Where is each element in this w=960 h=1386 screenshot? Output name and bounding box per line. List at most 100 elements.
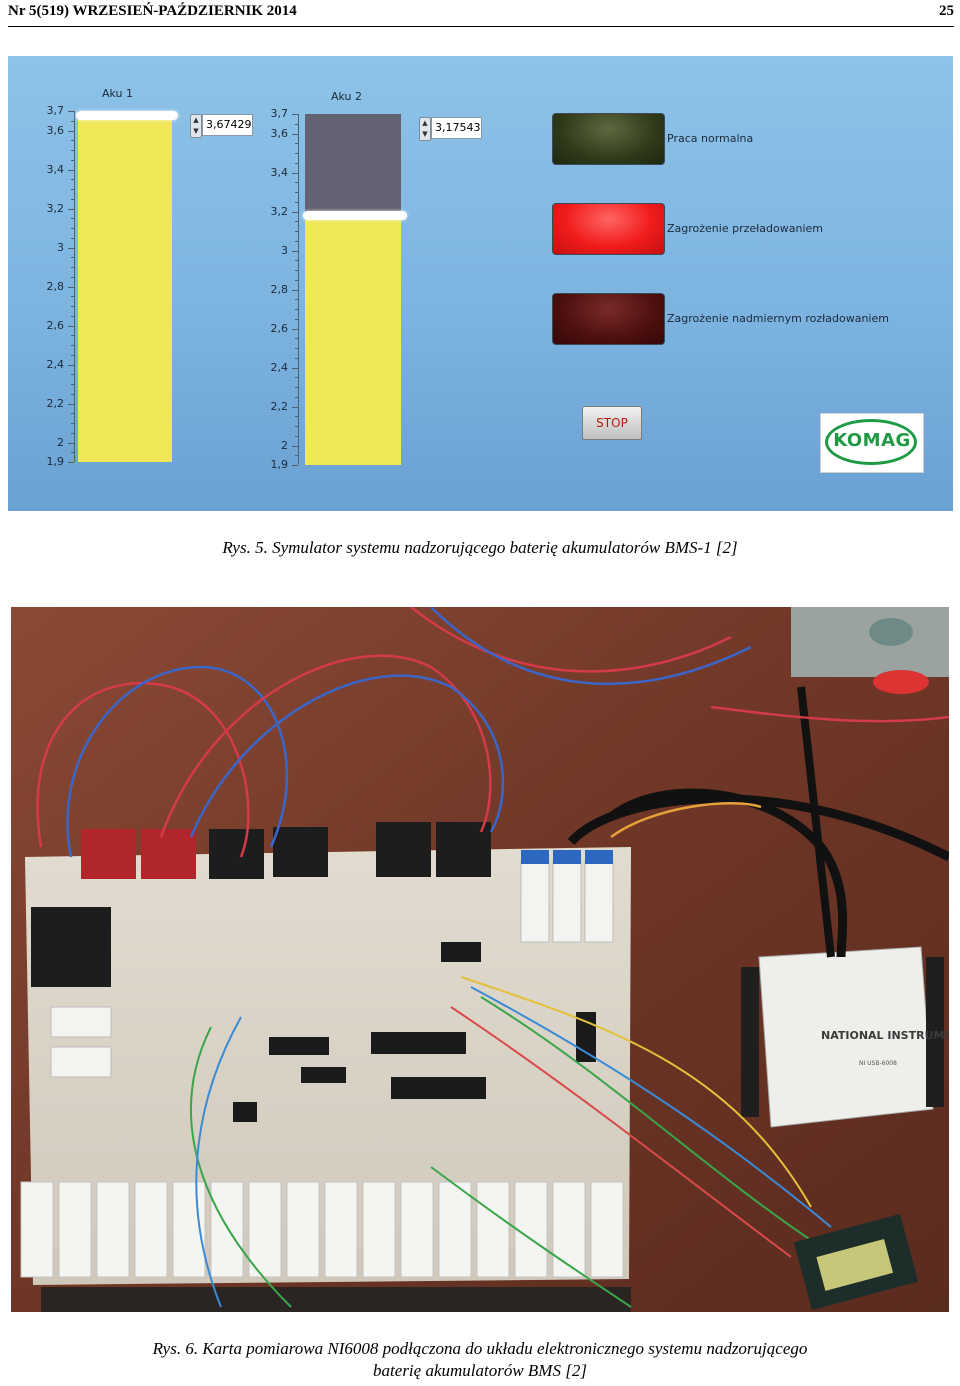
tick-label: 3,7: [270, 107, 289, 120]
minor-tick: [71, 189, 74, 190]
minor-tick: [71, 296, 74, 298]
logo-ring: [825, 419, 917, 465]
tick-label: 3,6: [46, 123, 65, 137]
minor-tick: [295, 377, 298, 379]
major-tick: [68, 462, 74, 463]
major-tick: [292, 367, 298, 369]
minor-tick: [295, 260, 298, 262]
tick-label: 1,9: [270, 458, 289, 471]
value-spinner[interactable]: ▲ ▼: [190, 114, 202, 138]
tank-level-slider[interactable]: [303, 211, 407, 221]
tick-label: 3,6: [270, 126, 289, 140]
major-tick: [68, 442, 74, 444]
led-label-normal: Praca normalna: [667, 132, 754, 145]
minor-tick: [71, 345, 74, 346]
page-number: 25: [939, 3, 954, 19]
tick-label: 2,8: [270, 282, 289, 296]
tick-label: 1,9: [46, 455, 65, 468]
tick-label: 3,7: [46, 104, 65, 117]
minor-tick: [295, 435, 298, 437]
minor-tick: [295, 309, 298, 310]
led-label-overcharge: Zagrożenie przeładowaniem: [667, 222, 823, 235]
spin-down-icon[interactable]: ▼: [193, 127, 199, 135]
gauge-title: Aku 2: [331, 90, 363, 103]
journal-issue: Nr 5(519) WRZESIEŃ-PAŹDZIERNIK 2014: [8, 3, 297, 19]
tick-label: 2,2: [270, 399, 289, 413]
led-overcharge-warning: [552, 203, 665, 255]
gauge-title: Aku 1: [102, 87, 134, 100]
major-tick: [292, 445, 298, 447]
major-tick: [68, 403, 74, 405]
gauge-scale: [298, 114, 299, 465]
figure6-caption-line1: Rys. 6. Karta pomiarowa NI6008 podłączon…: [152, 1339, 808, 1358]
stop-button[interactable]: STOP: [582, 406, 642, 440]
gauge-scale: [74, 111, 75, 462]
tank-level-slider[interactable]: [76, 111, 178, 120]
major-tick: [292, 406, 298, 408]
tick-label: 3,4: [46, 162, 65, 176]
tick-label: 3: [57, 240, 64, 254]
minor-tick: [71, 306, 74, 307]
minor-tick: [71, 257, 74, 259]
minor-tick: [71, 384, 74, 385]
tick-label: 2,6: [46, 318, 65, 332]
minor-tick: [295, 387, 298, 388]
tick-label: 2,2: [46, 396, 65, 410]
minor-tick: [71, 140, 74, 142]
minor-tick: [71, 228, 74, 229]
board-photo: NATIONAL INSTRUMENTS NI USB-6008: [11, 607, 949, 1312]
minor-tick: [71, 423, 74, 424]
minor-tick: [295, 357, 298, 359]
major-tick: [292, 328, 298, 330]
header-rule: [8, 26, 954, 27]
minor-tick: [295, 426, 298, 427]
ni-brand-text: NATIONAL INSTRUMENTS: [821, 1029, 949, 1042]
spin-up-icon[interactable]: ▲: [422, 119, 428, 127]
minor-tick: [295, 396, 298, 398]
minor-tick: [295, 201, 298, 203]
major-tick: [68, 130, 74, 132]
minor-tick: [295, 455, 298, 457]
spin-down-icon[interactable]: ▼: [422, 130, 428, 138]
tank-empty: [305, 114, 401, 217]
minor-tick: [71, 413, 74, 415]
photo-drawing: NATIONAL INSTRUMENTS NI USB-6008: [11, 607, 949, 1312]
tick-label: 2,4: [46, 357, 65, 371]
spin-up-icon[interactable]: ▲: [193, 116, 199, 124]
tick-label: 3: [281, 243, 288, 257]
minor-tick: [71, 432, 74, 434]
led-label-overdischarge: Zagrożenie nadmiernym rozładowaniem: [667, 312, 889, 325]
value-spinner[interactable]: ▲ ▼: [419, 117, 431, 141]
major-tick: [292, 172, 298, 174]
major-tick: [292, 133, 298, 135]
led-overdischarge-warning: [552, 293, 665, 345]
major-tick: [292, 114, 298, 115]
minor-tick: [295, 162, 298, 164]
minor-tick: [295, 153, 298, 154]
minor-tick: [295, 299, 298, 301]
minor-tick: [295, 143, 298, 145]
minor-tick: [71, 150, 74, 151]
minor-tick: [295, 270, 298, 271]
minor-tick: [71, 218, 74, 220]
major-tick: [68, 247, 74, 249]
minor-tick: [71, 179, 74, 181]
major-tick: [292, 211, 298, 213]
major-tick: [68, 286, 74, 288]
logo-text: KOMAG: [833, 430, 911, 451]
major-tick: [292, 465, 298, 466]
value-field[interactable]: 3,17543: [431, 117, 482, 139]
figure6-caption-line2: baterię akumulatorów BMS [2]: [373, 1361, 587, 1380]
tank-fill: [78, 116, 172, 462]
komag-logo: KOMAG: [820, 413, 924, 473]
led-normal-operation: [552, 113, 665, 165]
major-tick: [292, 289, 298, 291]
major-tick: [68, 325, 74, 327]
minor-tick: [71, 237, 74, 239]
minor-tick: [295, 221, 298, 223]
major-tick: [68, 169, 74, 171]
page-header: Nr 5(519) WRZESIEŃ-PAŹDZIERNIK 2014 25: [8, 0, 954, 27]
value-field[interactable]: 3,67429: [202, 114, 253, 136]
major-tick: [68, 364, 74, 366]
